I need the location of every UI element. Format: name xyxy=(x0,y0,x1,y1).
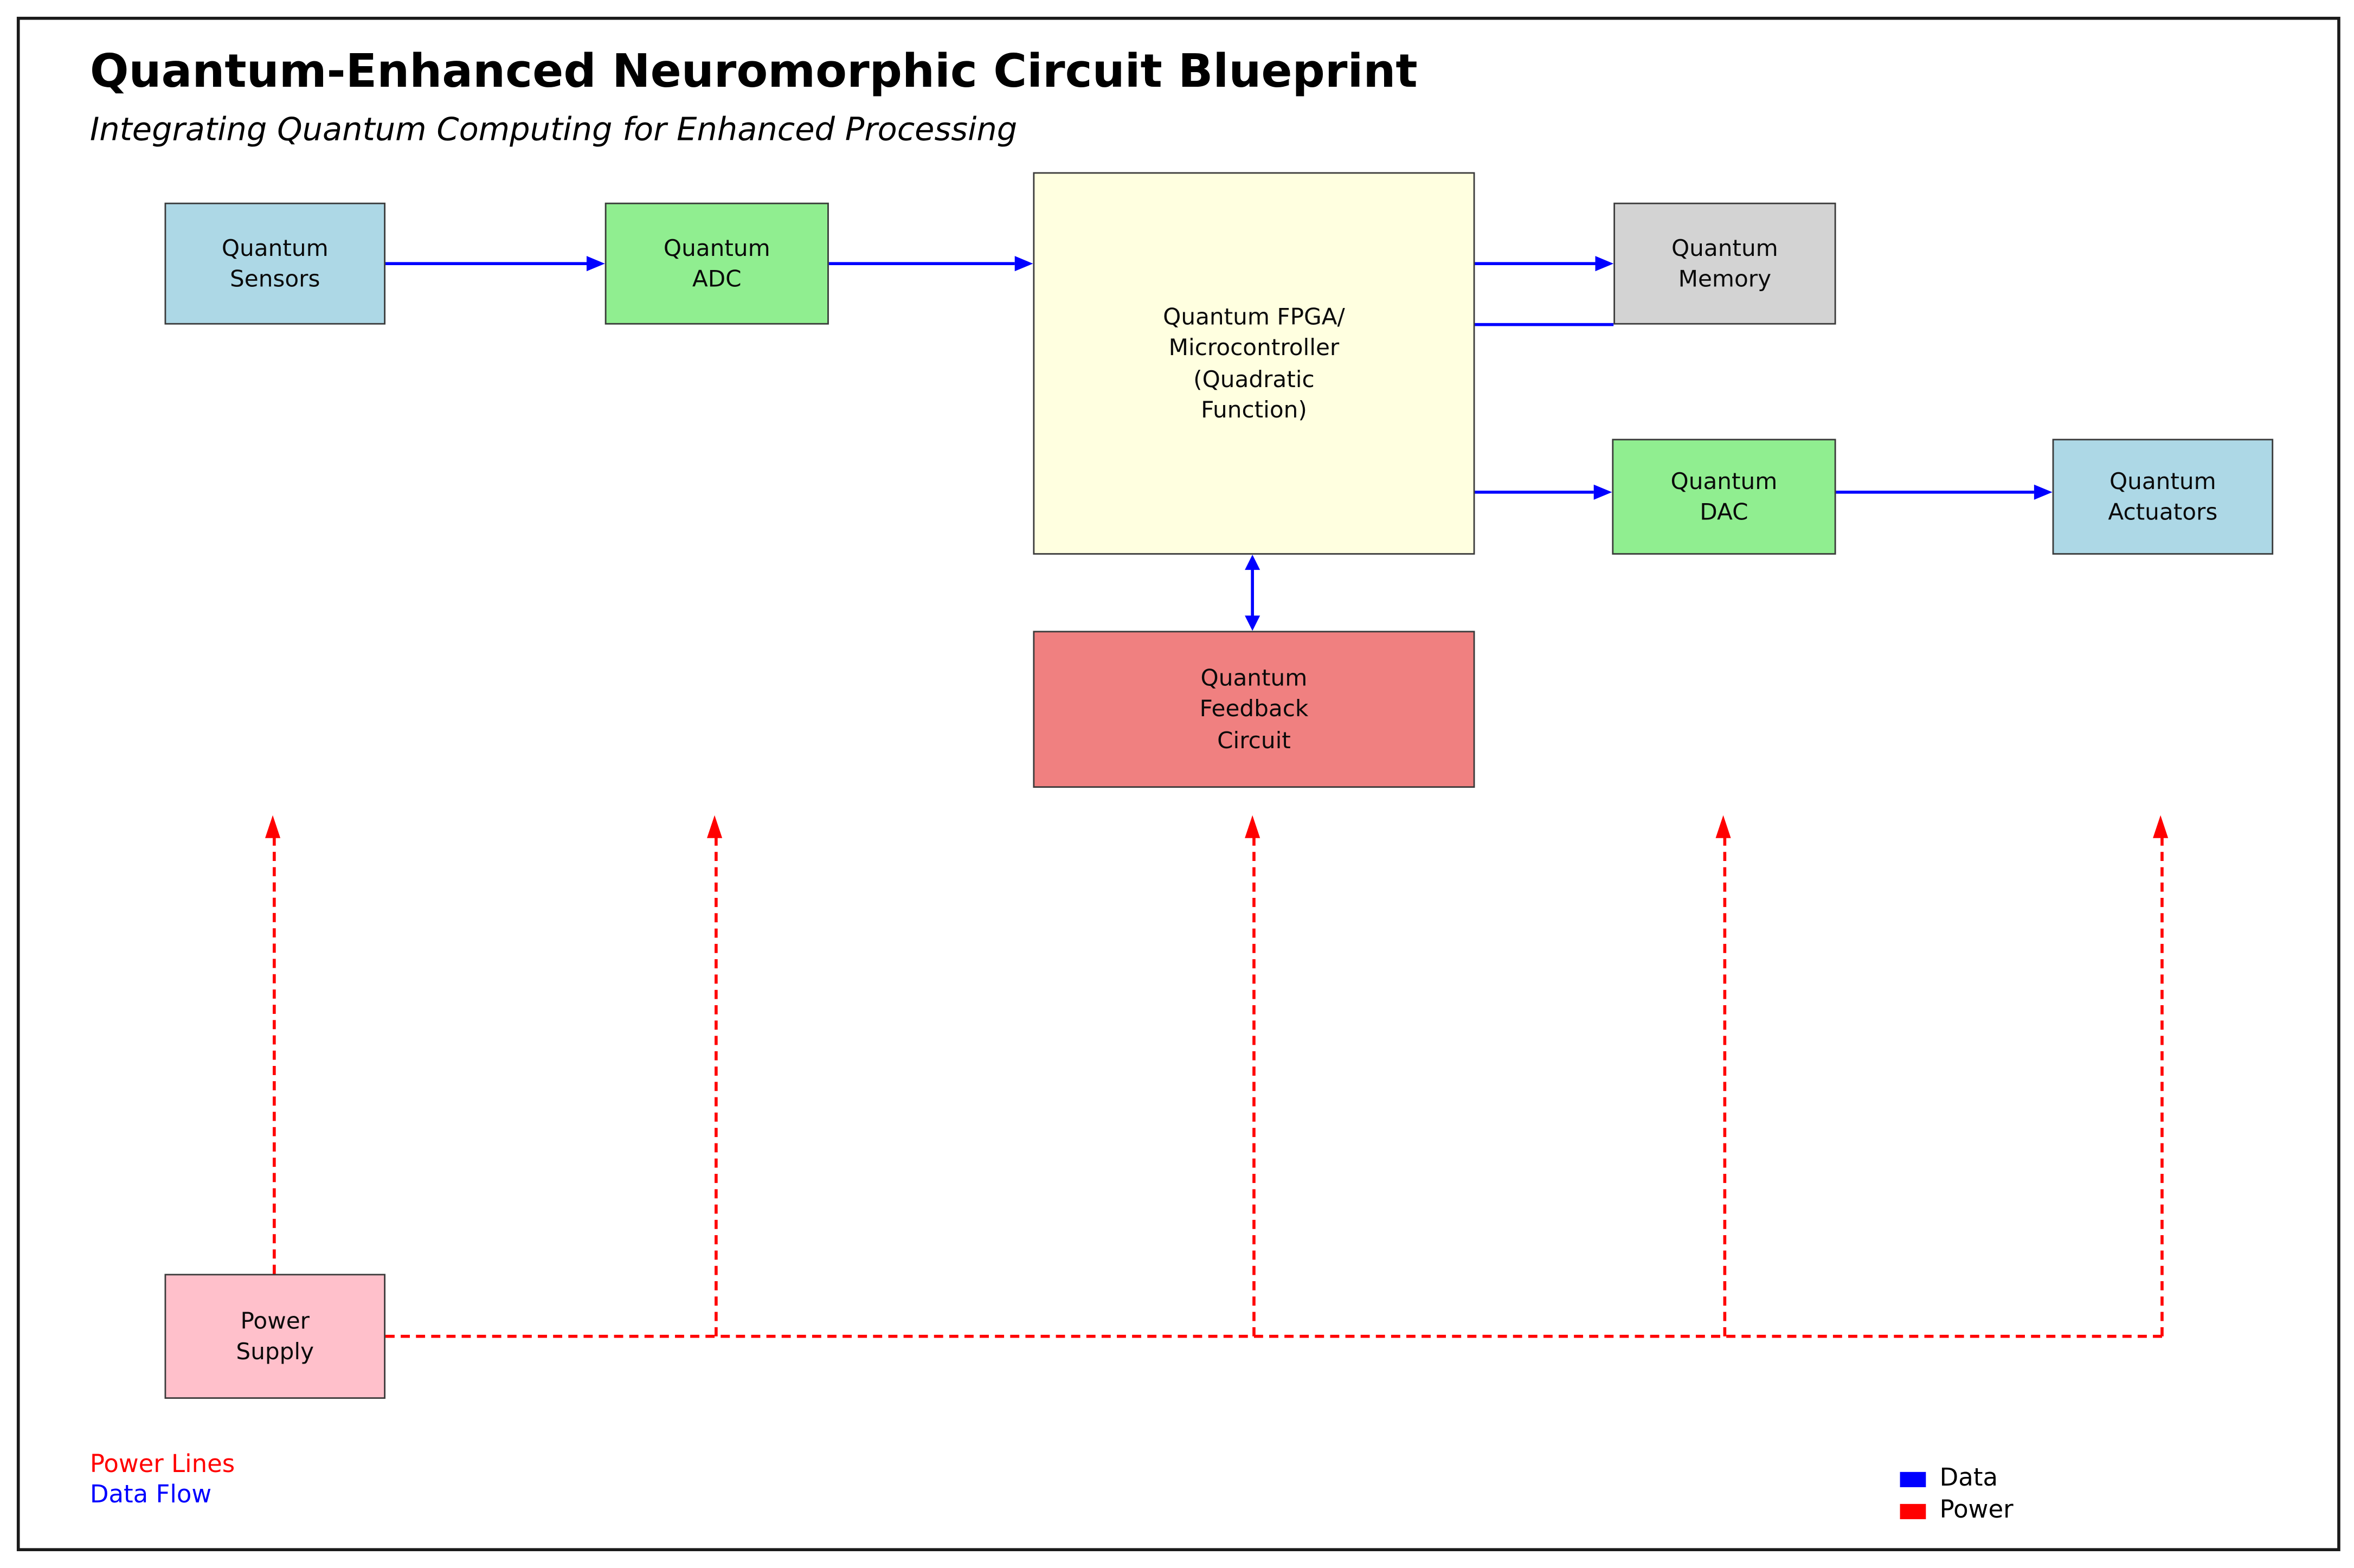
arrowhead-right-icon xyxy=(2034,484,2053,500)
node-quantum-memory: Quantum Memory xyxy=(1613,202,1836,325)
arrowhead-right-icon xyxy=(587,256,605,272)
arrowhead-right-icon xyxy=(1595,256,1614,272)
node-quantum-adc: Quantum ADC xyxy=(604,202,829,325)
node-power-supply: Power Supply xyxy=(164,1274,386,1399)
node-quantum-feedback-circuit: Quantum Feedback Circuit xyxy=(1033,631,1475,788)
legend-swatch-power xyxy=(1900,1503,1926,1519)
node-label: Quantum Sensors xyxy=(221,234,329,293)
node-label: Quantum FPGA/ Microcontroller (Quadratic… xyxy=(1163,303,1345,423)
node-quantum-sensors: Quantum Sensors xyxy=(164,202,386,325)
node-label: Quantum Actuators xyxy=(2108,467,2218,526)
arrowhead-up-icon xyxy=(1245,554,1260,570)
node-quantum-dac: Quantum DAC xyxy=(1612,439,1836,555)
arrowhead-up-icon xyxy=(265,815,281,838)
legend-label-power: Power xyxy=(1939,1495,2014,1524)
arrowhead-up-icon xyxy=(707,815,723,838)
node-quantum-actuators: Quantum Actuators xyxy=(2052,439,2274,555)
annotation-data-flow: Data Flow xyxy=(89,1479,212,1509)
arrowhead-up-icon xyxy=(2153,815,2169,838)
node-label: Quantum Memory xyxy=(1671,234,1778,293)
legend-swatch-data xyxy=(1900,1471,1926,1487)
node-label: Quantum Feedback Circuit xyxy=(1199,664,1309,754)
arrowhead-up-icon xyxy=(1715,815,1731,838)
node-label: Quantum ADC xyxy=(663,234,770,293)
annotation-power-lines: Power Lines xyxy=(89,1449,235,1479)
page-title: Quantum-Enhanced Neuromorphic Circuit Bl… xyxy=(89,46,1418,99)
arrowhead-up-icon xyxy=(1245,815,1260,838)
node-label: Quantum DAC xyxy=(1670,467,1778,526)
arrowhead-down-icon xyxy=(1245,615,1260,631)
page-subtitle: Integrating Quantum Computing for Enhanc… xyxy=(89,111,1018,148)
arrowhead-right-icon xyxy=(1593,484,1612,500)
arrowhead-right-icon xyxy=(1014,256,1033,272)
node-quantum-fpga: Quantum FPGA/ Microcontroller (Quadratic… xyxy=(1033,172,1475,555)
legend-label-data: Data xyxy=(1939,1462,1998,1492)
node-label: Power Supply xyxy=(236,1307,314,1366)
